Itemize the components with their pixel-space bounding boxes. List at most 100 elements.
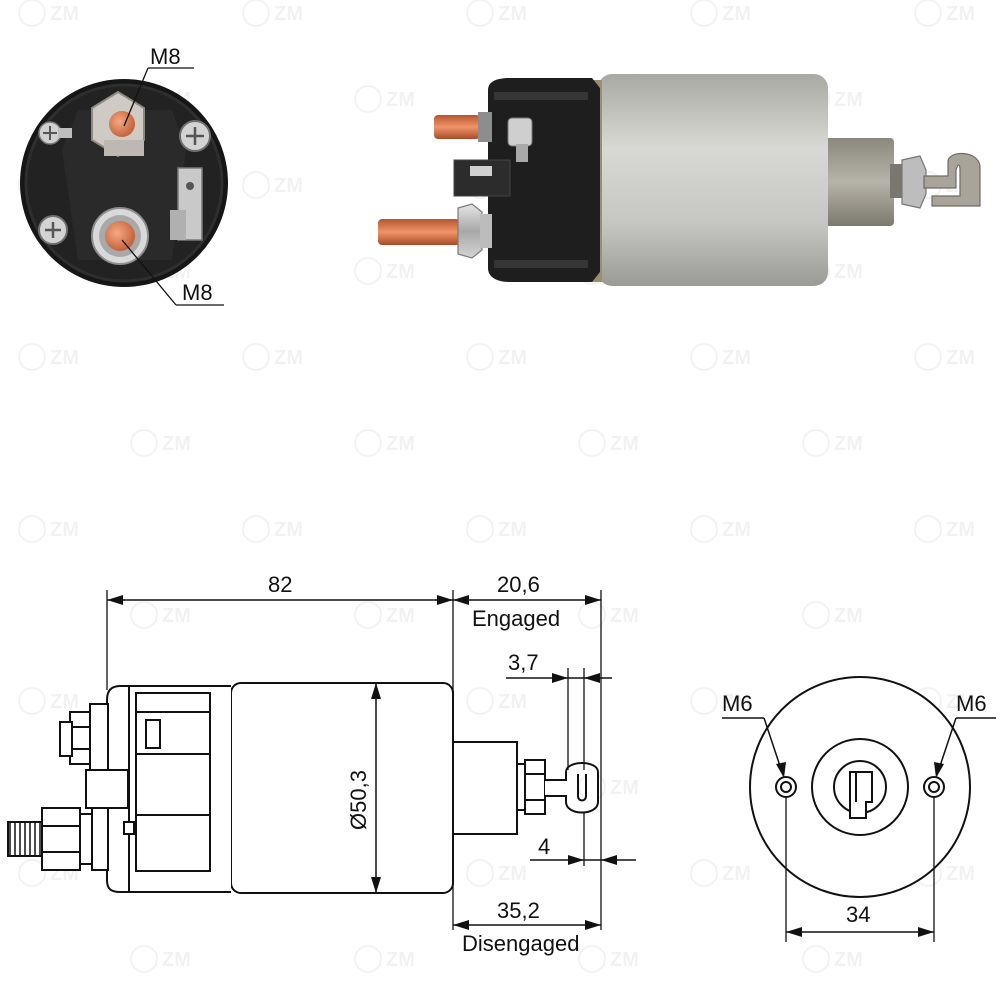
watermark-logo-mark xyxy=(18,687,46,715)
watermark-logo-text: ZM xyxy=(274,3,303,25)
watermark-logo-mark xyxy=(130,429,158,457)
dim-hook-width: 3,7 xyxy=(508,650,539,675)
watermark-logo-text: ZM xyxy=(274,175,303,197)
plunger-nut xyxy=(901,155,927,209)
watermark-logo-mark xyxy=(18,343,46,371)
watermark-logo-mark xyxy=(130,945,158,973)
watermark-logo-mark xyxy=(466,859,494,887)
hole-label-left: M6 xyxy=(722,691,753,716)
drawing-thread xyxy=(9,822,41,856)
drawing-housing xyxy=(230,682,454,894)
drawing-plunger xyxy=(452,741,518,835)
watermark-logo-text: ZM xyxy=(50,691,79,713)
watermark-logo-text: ZM xyxy=(498,863,527,885)
screw-right-top xyxy=(179,120,211,152)
watermark-logo-mark xyxy=(18,859,46,887)
leader-lower-m8 xyxy=(121,239,177,306)
upper-terminal-stud xyxy=(109,111,135,137)
leader-upper-m8 xyxy=(123,67,149,127)
watermark-logo-text: ZM xyxy=(722,519,751,541)
watermark-logo-text: ZM xyxy=(610,777,639,799)
watermark-logo-mark xyxy=(242,171,270,199)
leader-hole-left xyxy=(763,717,783,773)
watermark-logo-text: ZM xyxy=(50,347,79,369)
watermark-logo-text: ZM xyxy=(386,433,415,455)
watermark-logo-text: ZM xyxy=(498,691,527,713)
watermark-logo-text: ZM xyxy=(722,3,751,25)
dim-hole-spacing: 34 xyxy=(846,902,870,927)
spade-terminal xyxy=(170,167,203,241)
watermark-logo-mark xyxy=(354,945,382,973)
watermark-logo-mark xyxy=(690,343,718,371)
dim-engaged-label: Engaged xyxy=(472,606,560,631)
hole-label-right: M6 xyxy=(956,691,987,716)
watermark-logo-mark xyxy=(802,945,830,973)
watermark-logo-mark xyxy=(690,0,718,27)
watermark-logo-mark xyxy=(914,0,942,27)
lower-copper-stud xyxy=(378,219,460,245)
plunger-hook xyxy=(923,152,981,207)
watermark-logo-text: ZM xyxy=(722,691,751,713)
watermark-logo-mark xyxy=(18,515,46,543)
watermark-logo-text: ZM xyxy=(498,519,527,541)
drawing-end-view xyxy=(722,676,996,942)
drawing-side-view xyxy=(7,590,636,930)
watermark-logo-text: ZM xyxy=(834,261,863,283)
dim-engaged-value: 20,6 xyxy=(497,572,540,597)
watermark-logo-mark xyxy=(18,0,46,27)
photo-end-view: M8 M8 xyxy=(20,44,228,306)
watermark-logo-mark xyxy=(578,429,606,457)
watermark-logo-text: ZM xyxy=(386,605,415,627)
plunger-shaft xyxy=(820,138,894,226)
watermark-logo-mark xyxy=(466,687,494,715)
dim-disengaged-value: 35,2 xyxy=(497,898,540,923)
watermark-logo-text: ZM xyxy=(498,347,527,369)
watermark-logo-mark xyxy=(130,601,158,629)
watermark-logo-text: ZM xyxy=(946,3,975,25)
watermark-logo-text: ZM xyxy=(610,949,639,971)
upper-copper-stud xyxy=(434,115,480,139)
watermark-logo-text: ZM xyxy=(162,433,191,455)
watermark-logo-text: ZM xyxy=(386,261,415,283)
watermark-logo-text: ZM xyxy=(722,347,751,369)
watermark-logo-text: ZM xyxy=(946,519,975,541)
watermark-logo-text: ZM xyxy=(162,605,191,627)
lower-terminal-stud xyxy=(105,221,135,251)
thread-label-upper: M8 xyxy=(150,44,181,69)
watermark-logo-text: ZM xyxy=(610,605,639,627)
watermark-logo-text: ZM xyxy=(274,519,303,541)
drawing-hook xyxy=(545,762,599,814)
watermark-logo-mark xyxy=(242,343,270,371)
watermark-logo-mark xyxy=(466,0,494,27)
watermark-logo-mark xyxy=(914,343,942,371)
thread-label-lower: M8 xyxy=(182,280,213,305)
watermark-logo-mark xyxy=(802,601,830,629)
watermark-logo-text: ZM xyxy=(498,3,527,25)
watermark-logo-mark xyxy=(354,601,382,629)
watermark-logo-mark xyxy=(690,515,718,543)
watermark-logo-mark xyxy=(914,515,942,543)
watermark-logo-mark xyxy=(690,859,718,887)
watermark-logo-mark xyxy=(690,687,718,715)
watermark-logo-text: ZM xyxy=(834,605,863,627)
watermark-logo-mark xyxy=(802,429,830,457)
watermark-logo-text: ZM xyxy=(834,433,863,455)
watermark-logo-text: ZM xyxy=(386,89,415,111)
dim-diameter: Ø50,3 xyxy=(346,770,371,830)
drawing-plunger-nut xyxy=(524,759,546,815)
dim-hook-offset: 4 xyxy=(538,834,550,859)
watermark-logo-text: ZM xyxy=(274,347,303,369)
lower-terminal-nut xyxy=(457,203,483,259)
screw-left-top xyxy=(38,121,72,145)
watermark-logo-mark xyxy=(578,945,606,973)
dim-overall-length: 82 xyxy=(268,572,292,597)
watermark-logo-mark xyxy=(466,515,494,543)
watermark-logo-text: ZM xyxy=(946,347,975,369)
dim-disengaged-label: Disengaged xyxy=(462,931,579,956)
screw-left-bottom xyxy=(38,215,68,245)
watermark-logo-mark xyxy=(242,0,270,27)
watermark-logo-mark xyxy=(354,85,382,113)
watermark-logo-text: ZM xyxy=(50,519,79,541)
watermark-logo-text: ZM xyxy=(946,863,975,885)
